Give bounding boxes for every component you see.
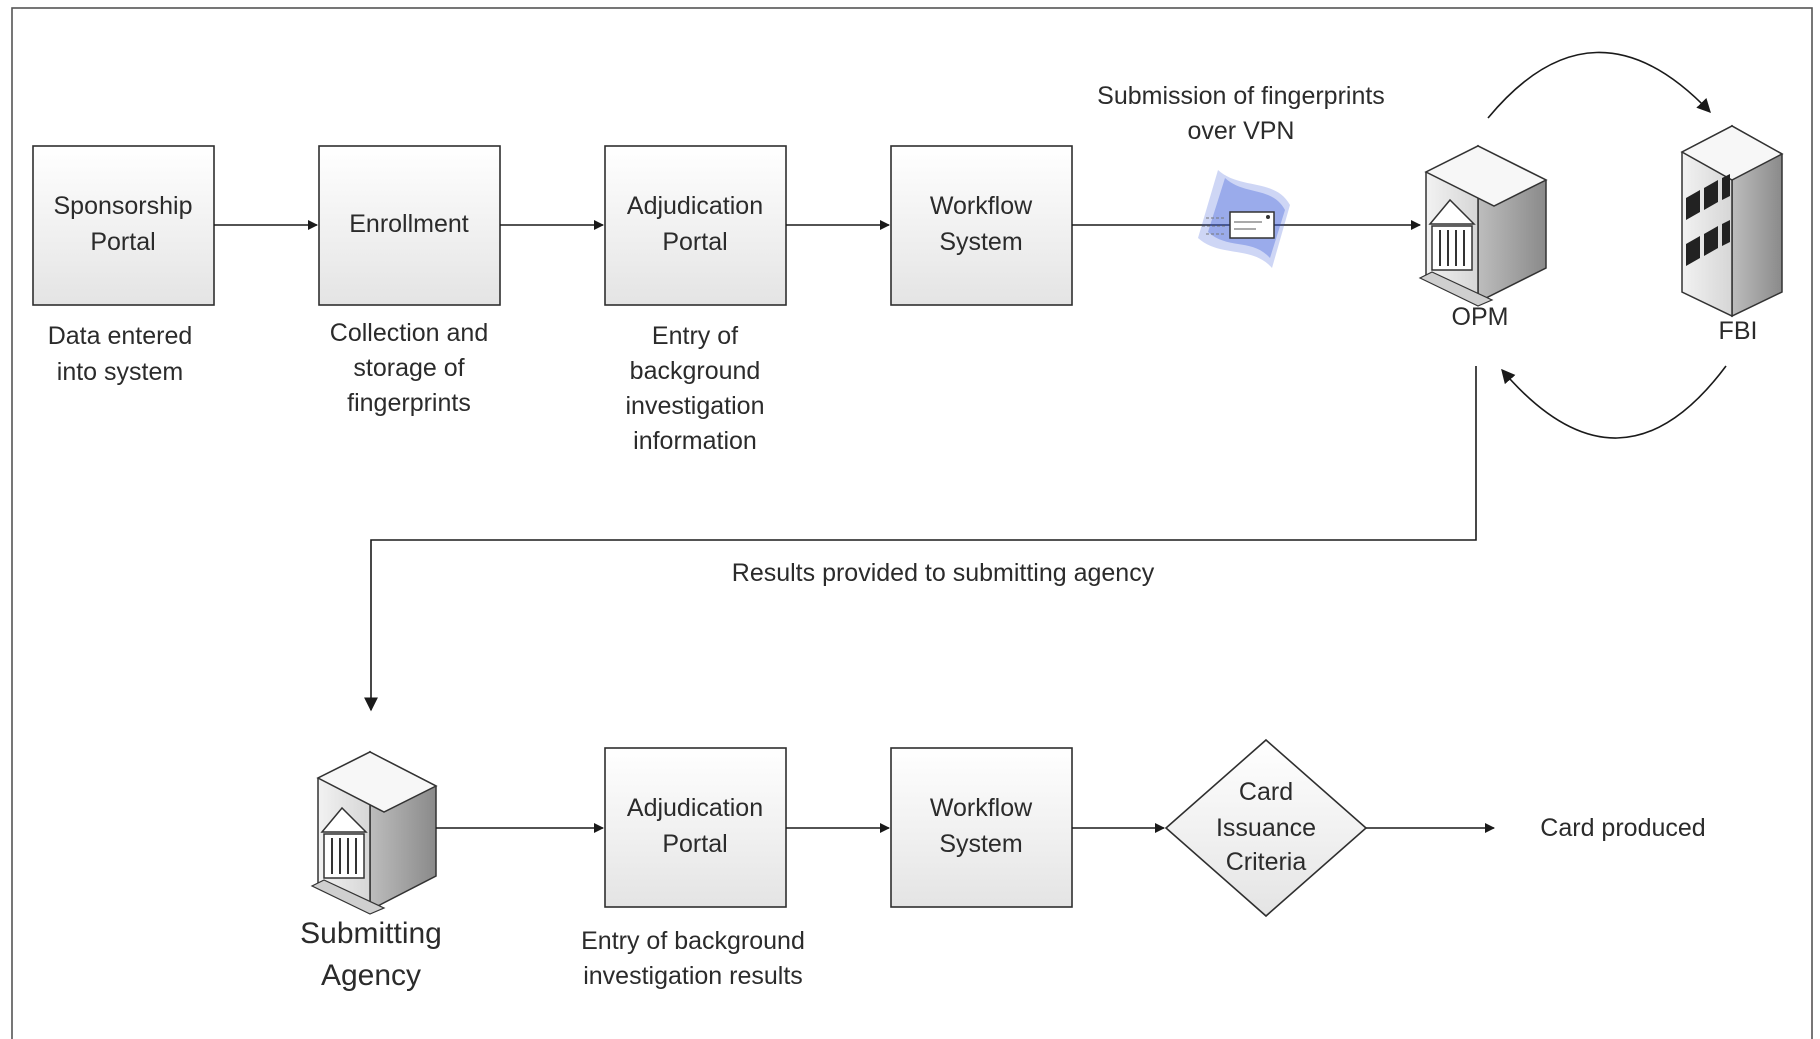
workflow-system-top-line2: System	[939, 228, 1022, 256]
opm-node: OPM	[1418, 144, 1548, 331]
adjudication-portal-bottom-node: Adjudication Portal	[604, 747, 787, 908]
government-building-icon	[1418, 144, 1548, 307]
svg-text:over VPN: over VPN	[1188, 117, 1295, 145]
svg-text:investigation: investigation	[626, 392, 765, 420]
enrollment-node: Enrollment	[318, 145, 501, 306]
submitting-agency-line2: Agency	[321, 959, 421, 992]
adjudication-portal-top-node: Adjudication Portal	[604, 145, 787, 306]
svg-text:fingerprints: fingerprints	[347, 389, 471, 417]
workflow-system-top-node: Workflow System	[890, 145, 1073, 306]
sponsorship-portal-line2: Portal	[90, 228, 155, 256]
workflow-system-bottom-line2: System	[939, 830, 1022, 858]
svg-text:Entry of: Entry of	[652, 322, 738, 350]
opm-label: OPM	[1452, 303, 1509, 331]
sponsorship-portal-line1: Sponsorship	[54, 192, 193, 220]
results-annotation: Results provided to submitting agency	[732, 559, 1155, 587]
svg-text:Collection and: Collection and	[330, 319, 488, 347]
workflow-system-top-line1: Workflow	[930, 192, 1033, 220]
enrollment-label: Enrollment	[349, 210, 469, 238]
card-issuance-line1: Card	[1239, 778, 1293, 806]
card-issuance-line3: Criteria	[1226, 848, 1307, 876]
diagram-frame	[11, 7, 1813, 1039]
card-issuance-criteria-node: Card Issuance Criteria	[1164, 738, 1368, 918]
svg-text:Submission of fingerprints: Submission of fingerprints	[1097, 82, 1385, 110]
submitting-agency-line1: Submitting	[300, 917, 442, 950]
fbi-label: FBI	[1719, 317, 1758, 345]
svg-text:Data entered: Data entered	[48, 322, 193, 350]
card-produced-label: Card produced	[1540, 814, 1705, 842]
arrow-opm-to-submitting-agency	[364, 366, 1477, 712]
enrollment-caption: Collection and storage of fingerprints	[330, 319, 488, 417]
adjudication-portal-top-caption: Entry of background investigation inform…	[626, 322, 765, 455]
government-building-icon	[310, 750, 438, 915]
envelope-transmission-icon	[1198, 170, 1290, 268]
adjudication-portal-bottom-line1: Adjudication	[627, 794, 763, 822]
svg-text:background: background	[630, 357, 761, 385]
svg-text:into system: into system	[57, 358, 183, 386]
vpn-annotation: Submission of fingerprints over VPN	[1097, 82, 1385, 145]
sponsorship-portal-node: Sponsorship Portal	[32, 145, 215, 306]
fbi-node: FBI	[1680, 124, 1784, 345]
adjudication-portal-bottom-line2: Portal	[662, 830, 727, 858]
svg-text:investigation results: investigation results	[583, 962, 803, 990]
workflow-system-bottom-line1: Workflow	[930, 794, 1033, 822]
submitting-agency-node: Submitting Agency	[300, 750, 442, 992]
sponsorship-portal-caption: Data entered into system	[48, 322, 193, 386]
svg-text:Entry of background: Entry of background	[581, 927, 805, 955]
arrow-opm-to-fbi	[1487, 51, 1711, 119]
svg-text:information: information	[633, 427, 757, 455]
svg-text:storage of: storage of	[353, 354, 464, 382]
adjudication-portal-top-line2: Portal	[662, 228, 727, 256]
office-building-icon	[1680, 124, 1784, 318]
workflow-system-bottom-node: Workflow System	[890, 747, 1073, 908]
adjudication-portal-bottom-caption: Entry of background investigation result…	[581, 927, 805, 990]
adjudication-portal-top-line1: Adjudication	[627, 192, 763, 220]
card-issuance-line2: Issuance	[1216, 814, 1316, 842]
arrow-fbi-to-opm	[1501, 365, 1727, 439]
